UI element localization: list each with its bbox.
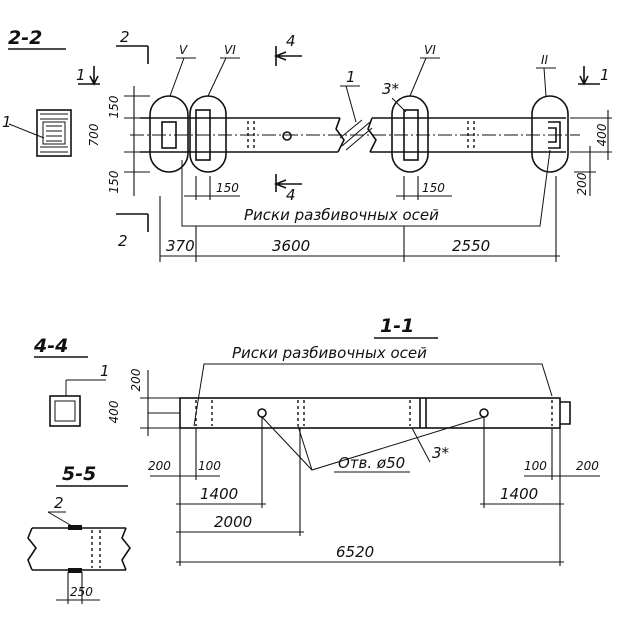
plan-axis-note: Риски разбивочных осей — [244, 206, 439, 224]
elev-hole-left — [257, 408, 267, 418]
pos-2-label: 2 — [54, 494, 64, 512]
dim-400-plan: 400 — [595, 123, 609, 146]
dim-150-right-part: 150 — [422, 181, 445, 195]
section-2-2-outline — [36, 109, 72, 157]
elev-dim-2000: 2000 — [214, 513, 252, 531]
callout-VI-right-label: VI — [424, 43, 436, 57]
dim-150-top: 150 — [107, 95, 121, 118]
section-1-1-label: 1-1 — [380, 315, 414, 337]
section-4-4-inner — [54, 400, 76, 422]
elev-dim-1400-right: 1400 — [500, 485, 538, 503]
elev-dim-200-right: 200 — [576, 459, 599, 473]
elev-beam — [179, 397, 561, 429]
elev-dim-200: 200 — [129, 368, 143, 391]
end-plate-right — [548, 121, 561, 149]
cut-2-bottom — [116, 213, 149, 232]
pos-1-label-44: 1 — [100, 362, 110, 380]
end-plate-left — [161, 121, 177, 149]
elev-dim-6520: 6520 — [336, 543, 374, 561]
callout-oval-V — [149, 95, 189, 173]
elevation-1-1: 1-1 Риски разбивочных осей Отв. ø50 3* 2… — [107, 315, 600, 566]
cut-1-right-label: 1 — [600, 66, 610, 84]
section-5-5: 5-5 2 250 — [27, 463, 131, 604]
callout-VI-left-label: VI — [224, 43, 236, 57]
pos-3s-label-elev: 3* — [432, 444, 450, 462]
embedded-part-vi-right — [403, 109, 419, 161]
cut-4-bottom — [275, 174, 302, 192]
elev-hole-right — [479, 408, 489, 418]
section-4-4: 4-4 1 — [33, 335, 110, 427]
pos-1-label-plan: 1 — [346, 68, 356, 86]
dim-150-left-part: 150 — [216, 181, 239, 195]
callout-V-label: V — [179, 43, 188, 57]
plan-view: V VI VI II 1 3* 2 2 4 4 1 1 — [76, 28, 612, 262]
elev-dim-100-right: 100 — [524, 459, 547, 473]
break-hatch — [339, 119, 373, 151]
embedded-part-vi-left — [195, 109, 211, 161]
cut-1-left-label: 1 — [76, 66, 86, 84]
elev-dim-200-left: 200 — [148, 459, 171, 473]
pos-1-label-left: 1 — [2, 113, 12, 131]
section-2-2: 2-2 1 — [2, 27, 72, 157]
section-4-4-label: 4-4 — [33, 335, 68, 357]
elev-dim-1400-left: 1400 — [200, 485, 238, 503]
callout-oval-II — [531, 95, 569, 173]
elev-end-detail — [560, 401, 571, 425]
section-2-2-hatching — [40, 113, 68, 153]
elev-dim-400: 400 — [107, 400, 121, 423]
plate-top — [68, 525, 82, 530]
cut-2-top — [116, 45, 149, 64]
plan-axis-leader — [181, 149, 551, 227]
dim-150-bottom: 150 — [107, 170, 121, 193]
elev-dim-100-left: 100 — [198, 459, 221, 473]
section-4-4-outline — [49, 395, 81, 427]
pos-3s-label-plan: 3* — [382, 80, 400, 98]
callout-II-label: II — [541, 53, 549, 67]
dim-200-plan: 200 — [575, 172, 589, 195]
dim-370: 370 — [166, 237, 195, 255]
dim-2550: 2550 — [452, 237, 490, 255]
dim-700: 700 — [87, 123, 101, 146]
cut-4-bottom-label: 4 — [286, 186, 296, 204]
cut-2-top-label: 2 — [120, 28, 130, 46]
section-5-5-label: 5-5 — [62, 463, 96, 485]
plan-hole-marker — [282, 131, 292, 141]
elev-axis-leader — [193, 363, 553, 427]
elev-axis-note: Риски разбивочных осей — [232, 344, 427, 362]
cut-2-bottom-label: 2 — [118, 232, 128, 250]
section-5-5-body — [32, 527, 126, 571]
section-2-2-label: 2-2 — [8, 27, 42, 49]
cut-1-right — [578, 66, 600, 86]
pos-1-leader-left — [8, 123, 45, 139]
cut-4-top-label: 4 — [286, 32, 296, 50]
dim-250: 250 — [70, 585, 93, 599]
hole-note: Отв. ø50 — [338, 454, 405, 472]
cut-1-left — [78, 66, 100, 86]
dim-3600: 3600 — [272, 237, 310, 255]
plate-bottom — [68, 568, 82, 573]
